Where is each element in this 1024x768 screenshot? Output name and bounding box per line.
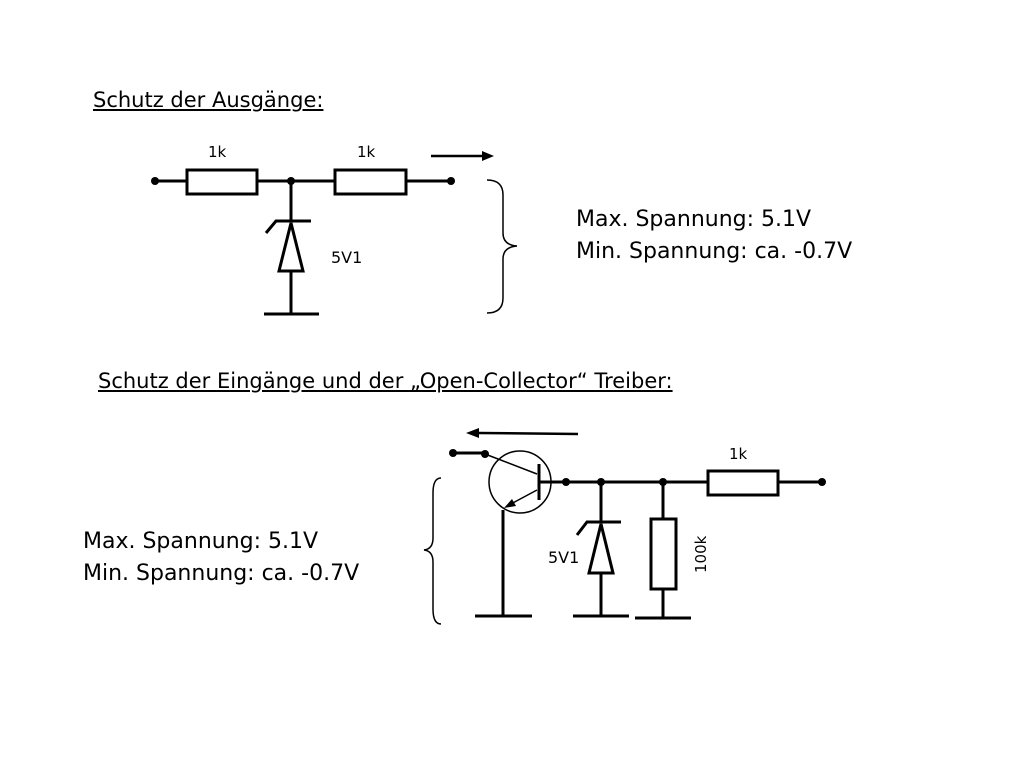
curly-brace — [486, 179, 518, 314]
zener-diode-triangle — [587, 523, 615, 575]
output-resistor-2 — [333, 168, 408, 196]
output-zener-label: 5V1 — [331, 248, 362, 267]
zener-cathode-bar — [264, 219, 311, 234]
emitter-arrow-icon — [504, 499, 516, 508]
arrow-head-icon — [482, 151, 494, 161]
inputs-max-voltage: Max. Spannung: 5.1V — [83, 529, 319, 554]
output-resistor-1 — [185, 168, 259, 196]
output-terminal — [447, 177, 455, 185]
input-protection-circuit — [423, 428, 826, 625]
input-resistor — [706, 469, 780, 497]
pulldown-resistor — [649, 517, 678, 591]
output-resistor-2-label: 1k — [357, 143, 376, 161]
input-zener-label: 5V1 — [548, 548, 579, 567]
curly-brace — [423, 477, 442, 625]
transistor-collector-lead — [484, 453, 538, 475]
outputs-max-voltage: Max. Spannung: 5.1V — [576, 207, 812, 232]
inputs-min-voltage: Min. Spannung: ca. -0.7V — [83, 561, 360, 586]
zener-cathode-bar — [575, 520, 621, 536]
arrow-head-icon — [466, 428, 479, 438]
outputs-heading: Schutz der Ausgänge: — [93, 88, 324, 112]
output-protection-circuit — [151, 151, 518, 316]
input-output-terminal — [818, 478, 826, 486]
outputs-min-voltage: Min. Spannung: ca. -0.7V — [576, 239, 853, 264]
input-direction-arrow — [478, 431, 579, 436]
zener-diode-triangle — [277, 222, 305, 273]
output-resistor-1-label: 1k — [208, 143, 227, 161]
pulldown-resistor-label: 100k — [692, 535, 710, 573]
input-resistor-label: 1k — [729, 445, 748, 463]
inputs-heading: Schutz der Eingänge und der „Open-Collec… — [98, 369, 673, 393]
